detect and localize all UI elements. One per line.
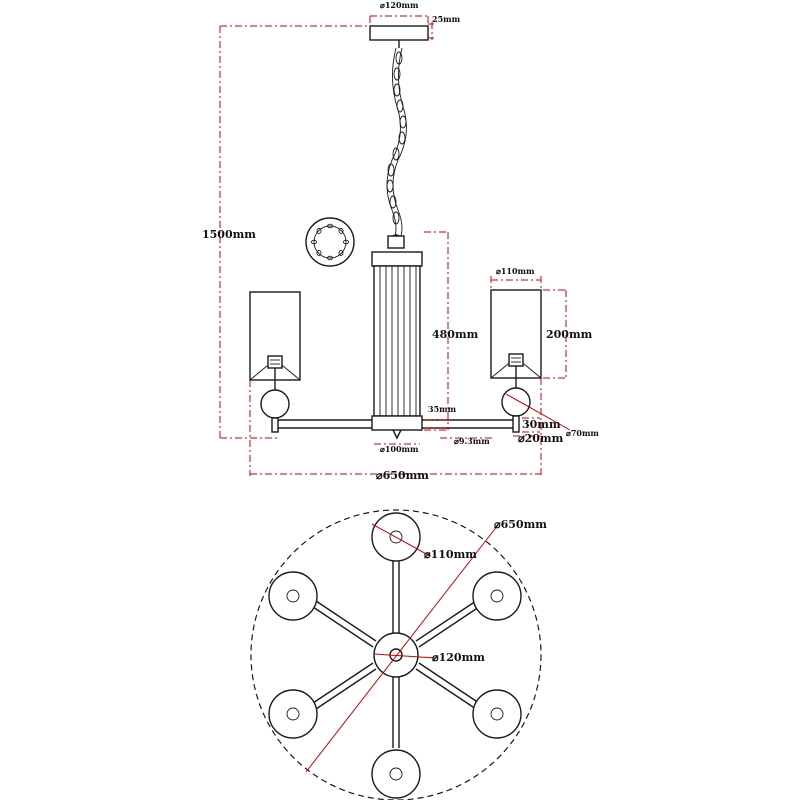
body-cap-top — [387, 235, 405, 249]
plan-outline — [250, 509, 542, 800]
label-cup-diameter: ⌀20mm — [518, 432, 564, 445]
label-total-height: 1500mm — [202, 228, 256, 241]
label-cup-height: 30mm — [522, 418, 561, 431]
label-plan-shade-diameter: ⌀110mm — [424, 548, 477, 561]
label-top-plate-height: 25mm — [432, 14, 461, 24]
label-top-plate-diameter: ⌀120mm — [380, 0, 419, 10]
horizontal-arm — [278, 419, 518, 429]
plan-dimensions — [305, 523, 499, 773]
elevation-dimensions — [219, 15, 571, 476]
label-body-height: 480mm — [432, 328, 479, 341]
plan-view: ⌀650mm ⌀110mm ⌀120mm — [250, 509, 547, 800]
label-rod-diameter: ⌀9.3mm — [454, 436, 490, 446]
label-plan-center-diameter: ⌀120mm — [432, 651, 485, 664]
elevation-view: ⌀120mm 25mm 1500mm 480mm ⌀110mm 200mm 35… — [202, 0, 599, 482]
label-ball-diameter: ⌀70mm — [566, 428, 599, 438]
central-body — [371, 251, 423, 440]
chain — [386, 47, 407, 237]
label-body-diameter: ⌀100mm — [380, 444, 419, 454]
label-shade-diameter: ⌀110mm — [496, 266, 535, 276]
label-arm-height: 35mm — [428, 404, 457, 414]
chain-detail — [305, 217, 355, 267]
ceiling-plate — [369, 25, 429, 41]
right-lamp — [490, 289, 542, 433]
plan-shades — [268, 512, 522, 799]
label-shade-height: 200mm — [546, 328, 593, 341]
label-overall-diameter: ⌀650mm — [376, 469, 429, 482]
left-lamp — [249, 291, 301, 433]
plan-arms — [312, 560, 480, 748]
label-plan-overall-diameter: ⌀650mm — [494, 518, 547, 531]
